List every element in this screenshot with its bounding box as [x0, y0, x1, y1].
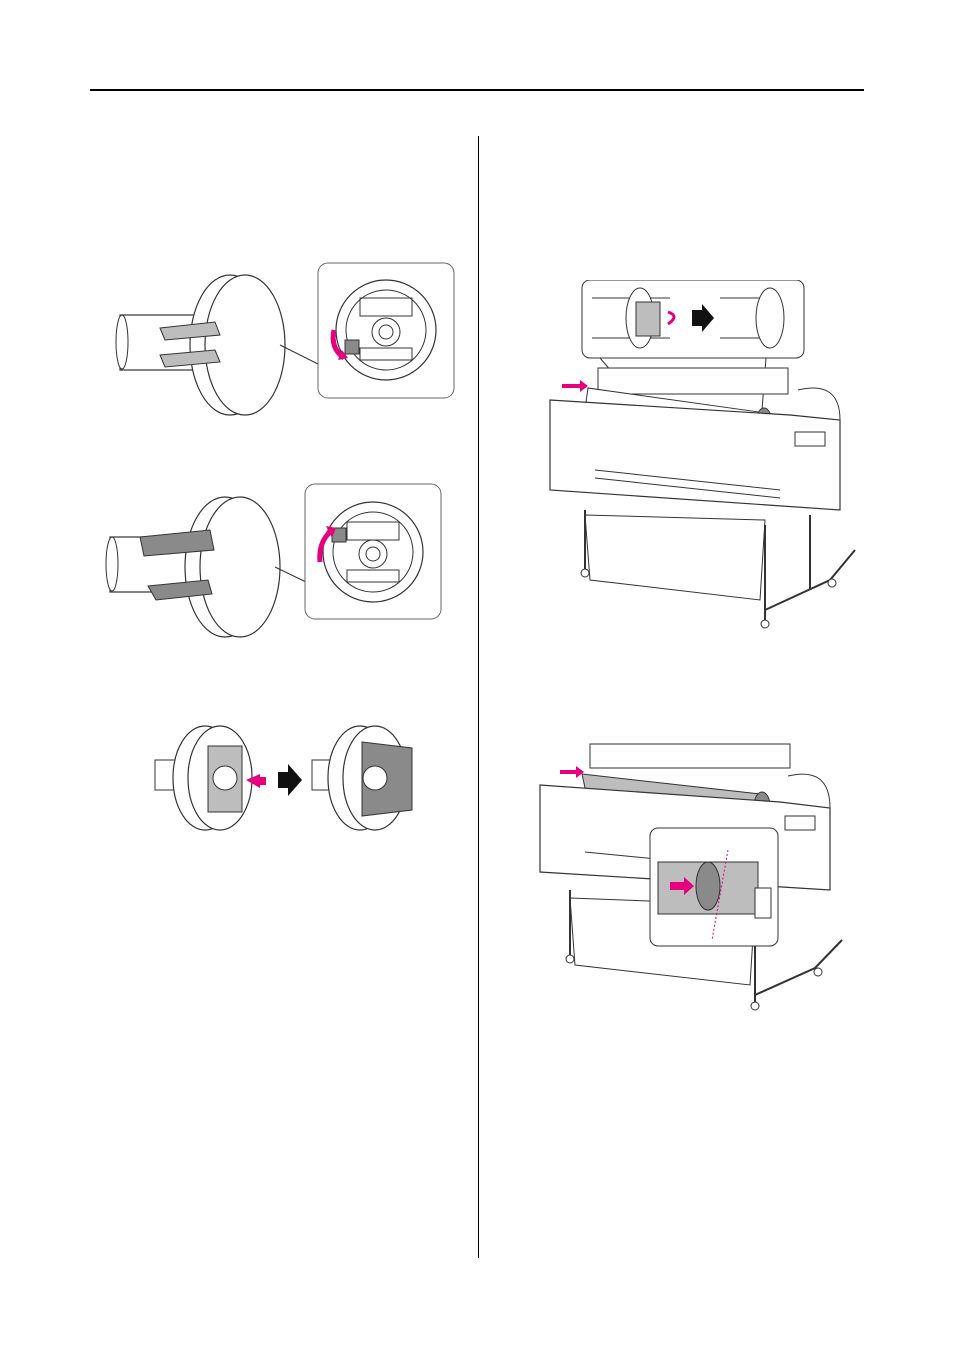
figure-adapter-stopper-press [150, 718, 420, 838]
figure-adapter-lever-release [100, 482, 445, 642]
figure-adapter-lever-lock [110, 260, 460, 420]
figure-printer-roll-slide-in [530, 740, 850, 1018]
figure-printer-roll-mount [540, 280, 860, 632]
header-rule [90, 89, 864, 91]
column-divider [478, 136, 479, 1258]
